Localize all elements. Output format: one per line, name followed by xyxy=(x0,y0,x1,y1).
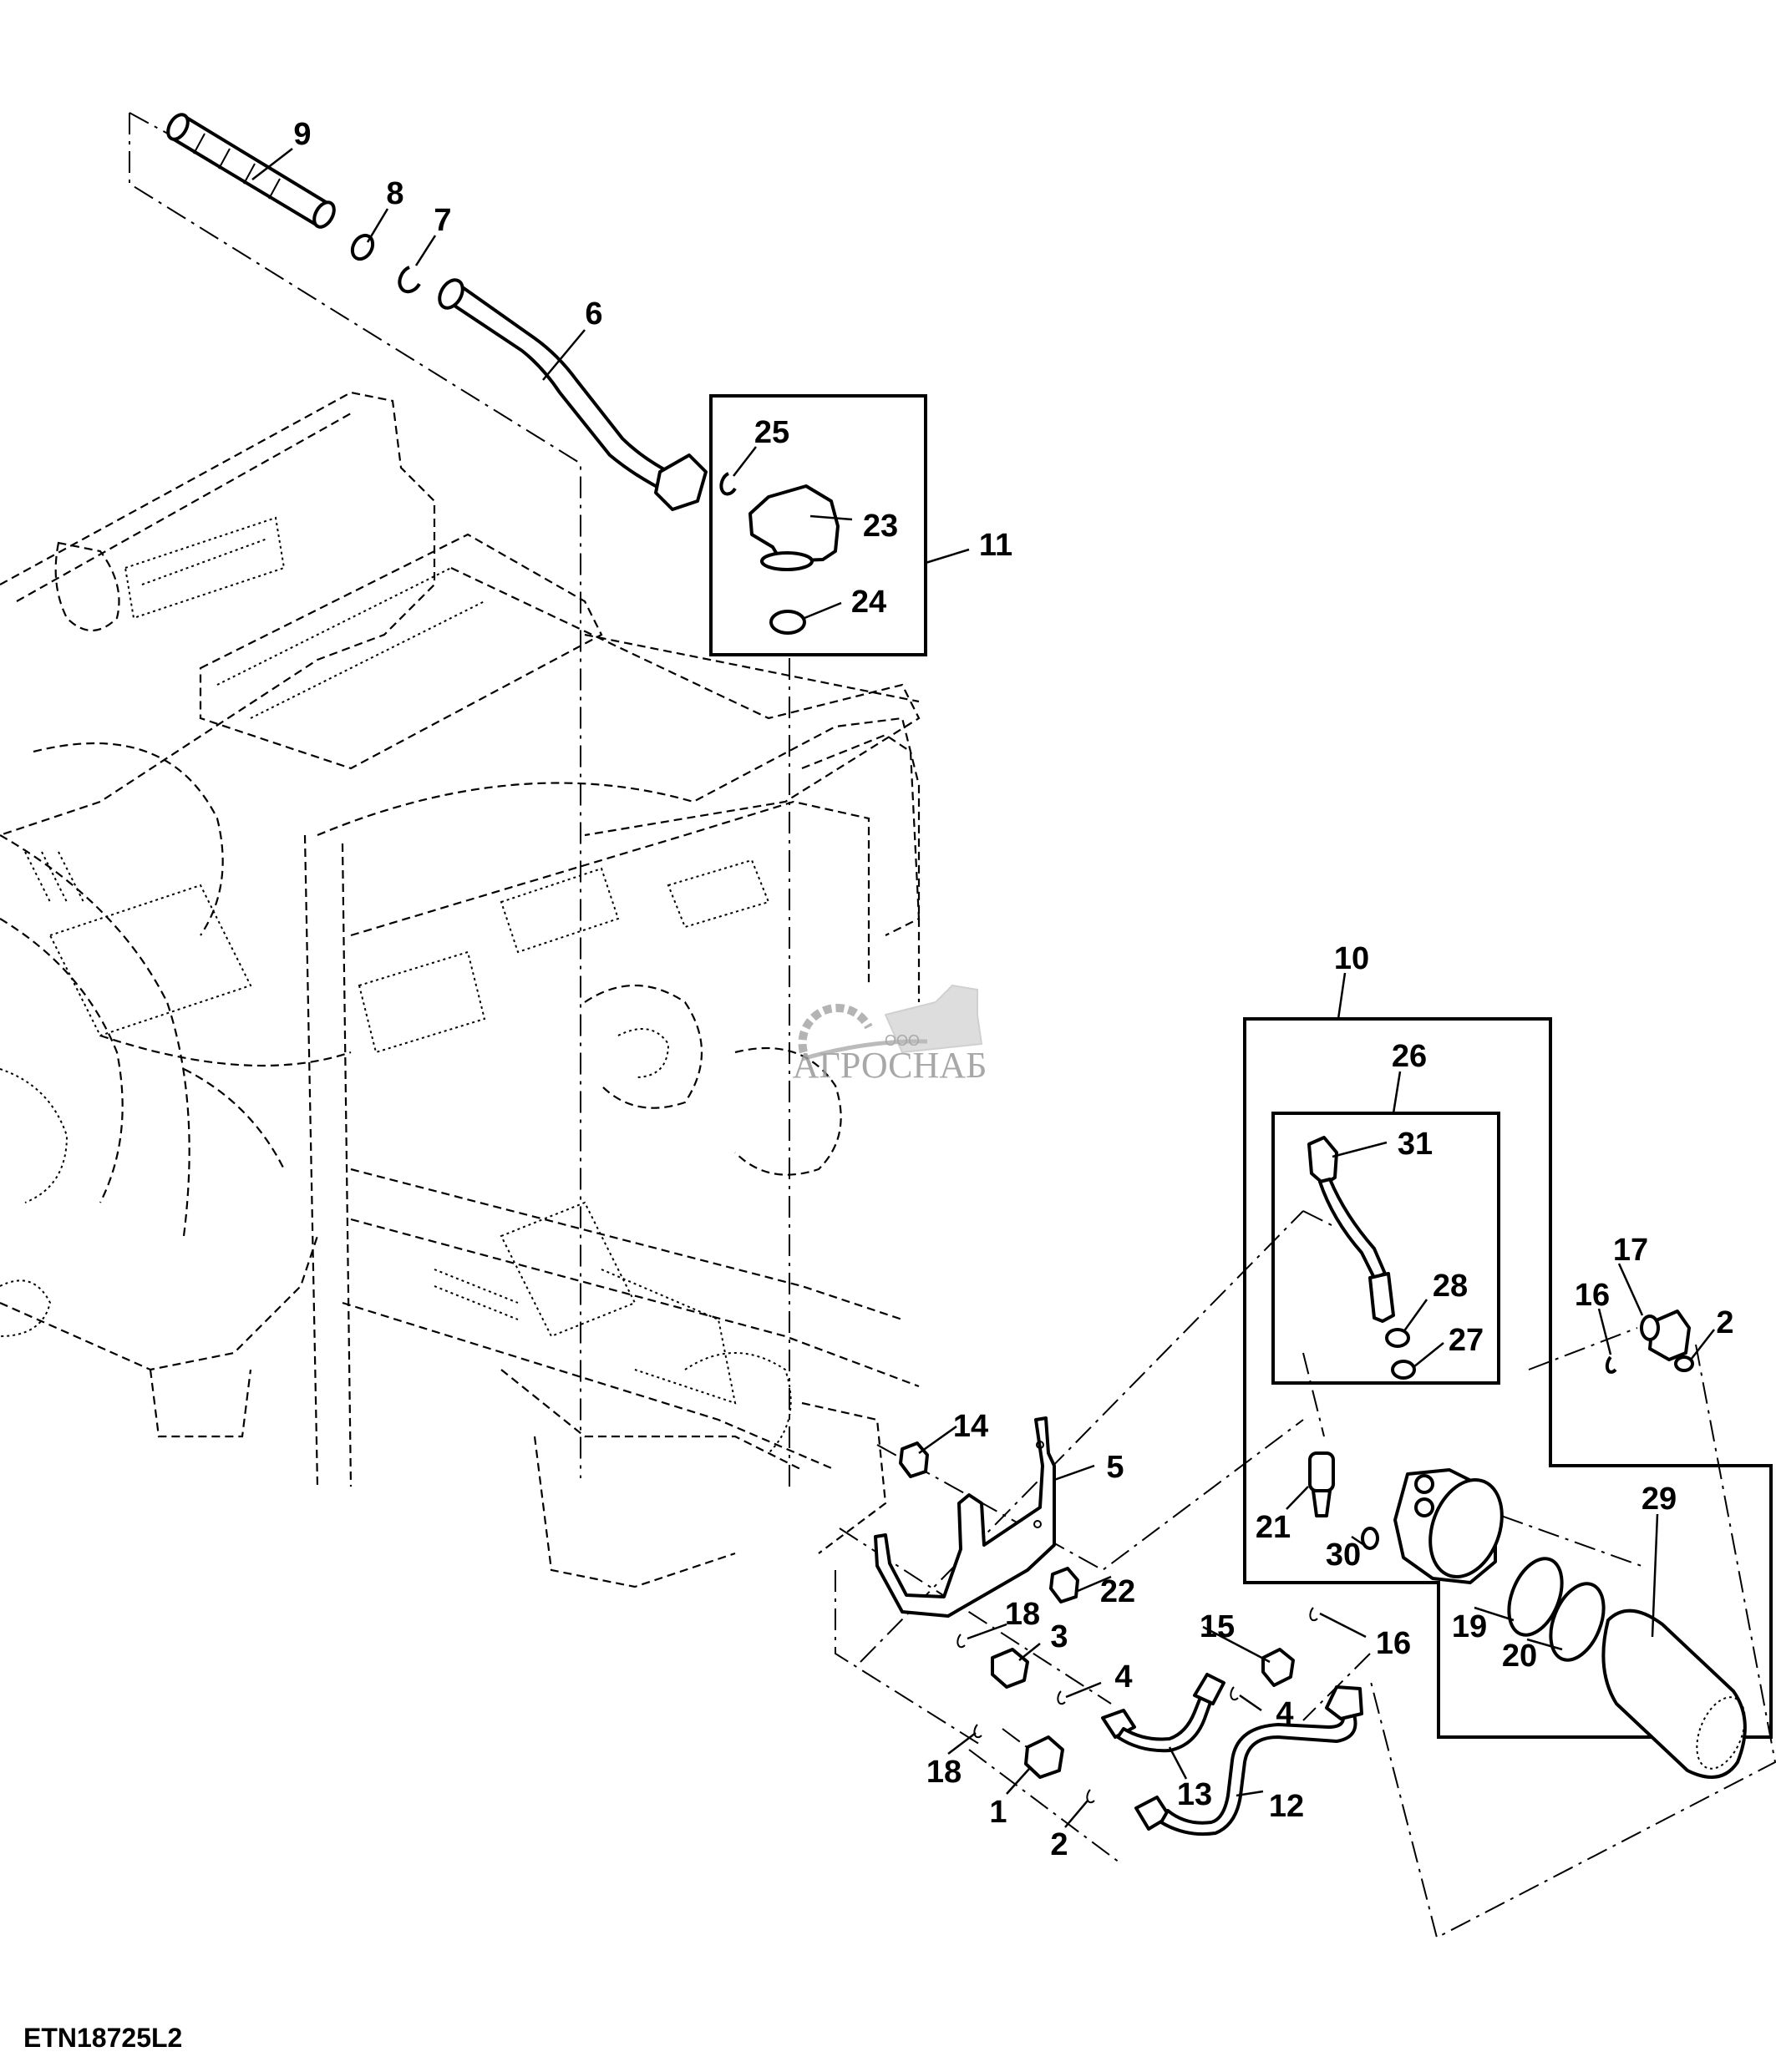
part-22-bolt xyxy=(1049,1567,1079,1603)
part-8-ring xyxy=(350,233,375,261)
callout-30: 30 xyxy=(1326,1538,1361,1573)
callout-28: 28 xyxy=(1433,1269,1468,1304)
callout-16-lower: 16 xyxy=(1376,1626,1411,1661)
figure-caption: ETN18725L2 xyxy=(23,2023,182,2053)
callout-4-right: 4 xyxy=(1276,1696,1293,1731)
part-25-o-ring xyxy=(719,472,737,496)
callout-14: 14 xyxy=(953,1409,988,1444)
part-2-washer-lower xyxy=(1086,1789,1095,1804)
part-24-o-ring xyxy=(769,610,806,635)
part-17-elbow xyxy=(1640,1310,1691,1361)
engine-outline xyxy=(0,391,921,1588)
watermark-brand: АГРОСНАБ xyxy=(793,1045,987,1086)
callout-16-upper: 16 xyxy=(1575,1278,1610,1313)
callout-24: 24 xyxy=(851,585,886,620)
callout-13: 13 xyxy=(1177,1777,1212,1812)
part-16-washer-upper xyxy=(1605,1355,1617,1374)
part-9-strainer xyxy=(166,113,336,229)
callout-26: 26 xyxy=(1392,1039,1427,1074)
part-28-o-ring xyxy=(1385,1328,1410,1348)
part-14-bolt xyxy=(899,1441,929,1478)
part-30-o-ring xyxy=(1361,1527,1379,1550)
callout-9: 9 xyxy=(293,117,311,152)
kit-box-10 xyxy=(1243,1017,1773,1739)
callout-5: 5 xyxy=(1106,1450,1124,1485)
callout-11: 11 xyxy=(979,528,1012,563)
kit-box-26 xyxy=(1271,1112,1500,1385)
part-13-tube xyxy=(1101,1673,1225,1753)
callout-2-lower: 2 xyxy=(1050,1827,1068,1862)
callout-6: 6 xyxy=(585,296,602,332)
callout-31: 31 xyxy=(1398,1127,1433,1162)
part-19-seal xyxy=(1507,1557,1564,1637)
part-4-washer-left xyxy=(1057,1690,1066,1705)
part-12-tube xyxy=(1134,1685,1363,1836)
callout-12: 12 xyxy=(1269,1789,1304,1824)
callout-17: 17 xyxy=(1613,1233,1648,1268)
part-27-o-ring xyxy=(1391,1360,1416,1380)
callout-18-lower: 18 xyxy=(926,1755,962,1790)
part-4-washer-right xyxy=(1230,1686,1239,1701)
part-1-adapter xyxy=(1024,1735,1064,1779)
part-31-sensor xyxy=(1307,1136,1395,1323)
part-20-seal xyxy=(1549,1582,1606,1662)
watermark-logo: ООО АГРОСНАБ xyxy=(793,984,987,1086)
callout-1: 1 xyxy=(989,1795,1007,1830)
callout-25: 25 xyxy=(754,415,789,450)
callout-15: 15 xyxy=(1200,1609,1235,1644)
part-7-snap-ring xyxy=(398,266,421,294)
combine-harvester-icon xyxy=(884,984,983,1054)
callout-7: 7 xyxy=(434,203,451,238)
part-18-washer-lower xyxy=(973,1724,982,1739)
filter-head xyxy=(1393,1468,1504,1584)
part-6-pipe xyxy=(438,278,708,511)
callout-4-left: 4 xyxy=(1114,1659,1132,1695)
leader-lines xyxy=(251,148,1715,1828)
callout-20: 20 xyxy=(1502,1639,1537,1674)
callout-27: 27 xyxy=(1449,1323,1484,1358)
callout-23: 23 xyxy=(863,509,898,544)
callout-19: 19 xyxy=(1452,1609,1487,1644)
kit-box-11 xyxy=(709,394,927,656)
callout-3: 3 xyxy=(1050,1619,1068,1654)
part-29-filter xyxy=(1601,1608,1747,1779)
callout-8: 8 xyxy=(386,176,403,211)
callout-10: 10 xyxy=(1334,941,1369,976)
callout-21: 21 xyxy=(1256,1510,1291,1545)
part-15-adapter xyxy=(1261,1648,1295,1687)
part-2-washer-upper xyxy=(1674,1355,1694,1372)
callout-labels: 9 8 7 6 25 23 11 24 10 26 31 17 16 2 28 … xyxy=(293,117,1733,1862)
callout-29: 29 xyxy=(1642,1482,1677,1517)
part-23-elbow xyxy=(748,484,840,571)
gear-icon xyxy=(798,1004,873,1054)
callout-18-upper: 18 xyxy=(1005,1597,1040,1632)
watermark-prefix: ООО xyxy=(885,1032,920,1049)
part-16-washer-lower xyxy=(1309,1607,1318,1622)
callout-22: 22 xyxy=(1100,1574,1135,1609)
callout-2-upper: 2 xyxy=(1716,1305,1733,1340)
part-3-adapter xyxy=(991,1648,1029,1689)
part-18-washer-upper xyxy=(957,1634,966,1649)
part-21-switch xyxy=(1308,1451,1335,1517)
part-5-bracket xyxy=(874,1416,1056,1618)
